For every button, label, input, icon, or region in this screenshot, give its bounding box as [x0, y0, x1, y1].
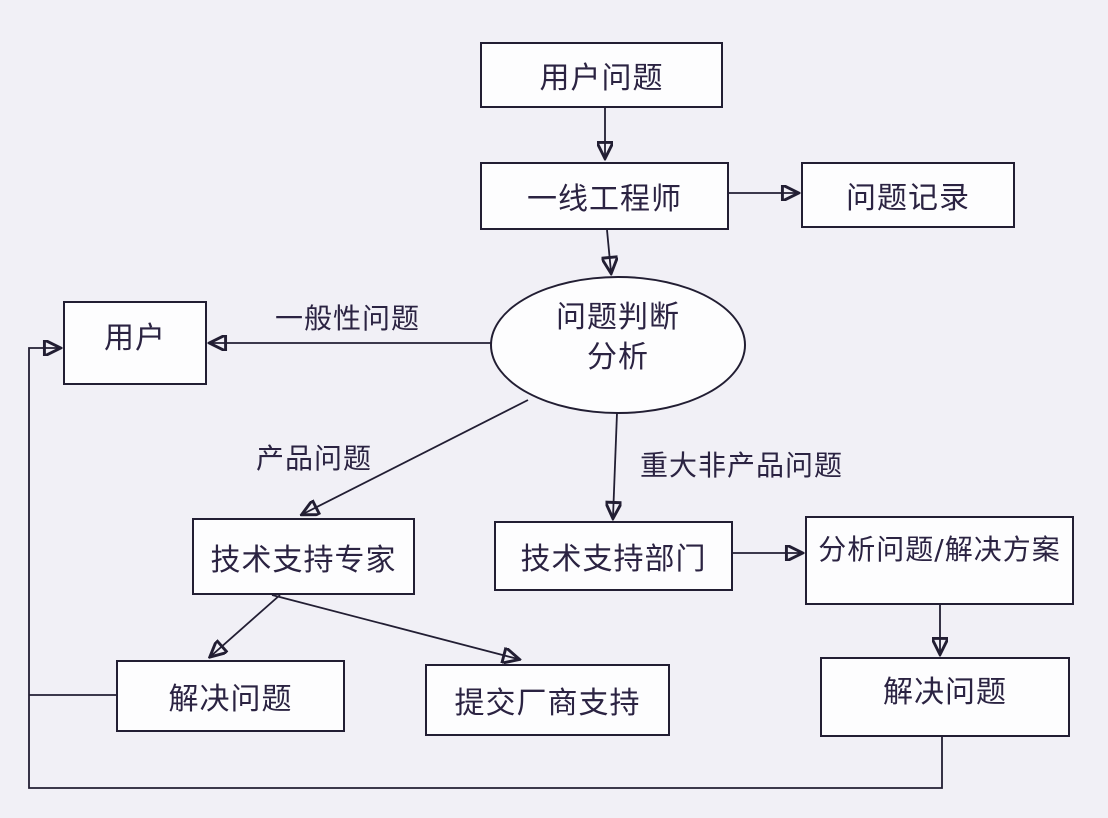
node-problem-judgment: 问题判断 分析: [490, 276, 746, 414]
node-submit-vendor-label: 提交厂商支持: [454, 686, 641, 721]
node-analyze-solution: 分析问题/解决方案: [805, 516, 1074, 605]
node-problem-record-label: 问题记录: [846, 181, 970, 216]
node-solve-problem-right: 解决问题: [820, 657, 1070, 737]
node-solve-problem-left: 解决问题: [116, 660, 345, 732]
node-analyze-solution-label: 分析问题/解决方案: [818, 532, 1061, 566]
edge-engineer-to-judgment: [607, 229, 611, 272]
node-problem-judgment-label-line2: 分析: [587, 340, 649, 375]
edge-tech-expert-to-submit-vendor: [271, 594, 518, 659]
node-submit-vendor: 提交厂商支持: [425, 664, 670, 736]
node-tech-expert-label: 技术支持专家: [210, 542, 397, 578]
node-user-problem-label: 用户问题: [539, 61, 664, 96]
node-problem-judgment-label-line1: 问题判断: [556, 299, 680, 335]
node-tech-dept-label: 技术支持部门: [520, 542, 707, 577]
node-frontline-engineer-label: 一线工程师: [527, 182, 682, 217]
edge-judgment-to-tech-expert: [303, 399, 529, 514]
node-user-label: 用户: [104, 321, 166, 356]
edge-tech-expert-to-solve-left: [211, 594, 281, 656]
node-user-problem: 用户问题: [480, 42, 723, 108]
edge-label-major-nonproduct-problem: 重大非产品问题: [640, 449, 844, 482]
node-tech-dept: 技术支持部门: [494, 521, 733, 591]
edge-label-product-problem: 产品问题: [256, 442, 373, 475]
node-tech-expert: 技术支持专家: [192, 518, 415, 595]
edge-judgment-to-tech-dept: [613, 412, 617, 517]
edge-solve-right-feedback-to-user: [28, 348, 943, 789]
edge-label-general-problem: 一般性问题: [275, 302, 421, 335]
node-problem-record: 问题记录: [801, 162, 1015, 228]
node-user: 用户: [63, 301, 207, 385]
node-frontline-engineer: 一线工程师: [480, 162, 729, 230]
node-solve-problem-right-label: 解决问题: [883, 675, 1007, 710]
node-solve-problem-left-label: 解决问题: [168, 682, 293, 717]
